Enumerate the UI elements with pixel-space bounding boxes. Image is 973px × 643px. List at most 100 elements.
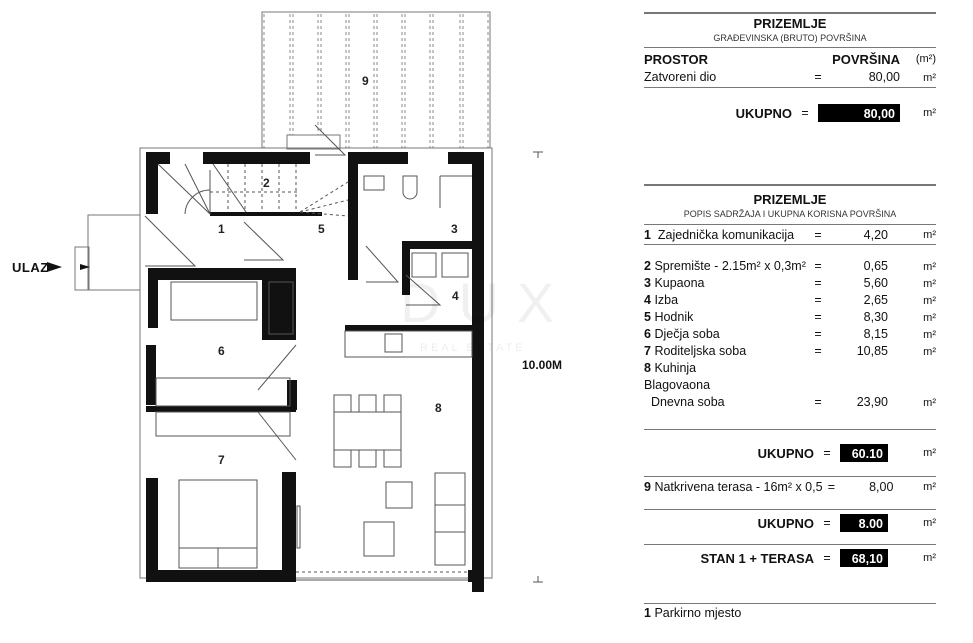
row-eq: = xyxy=(814,344,822,358)
divider xyxy=(644,12,936,14)
table-row: Zatvoreni dio = 80,00 m² xyxy=(644,70,936,87)
row-value: 80,00 xyxy=(868,70,900,84)
col-room-header: PROSTOR xyxy=(644,51,709,67)
gross-table-title: PRIZEMLJE xyxy=(753,16,827,31)
row-unit: m² xyxy=(923,346,936,358)
row-label: Zajednička komunikacija xyxy=(657,227,795,242)
row-eq: = xyxy=(814,70,822,84)
row-value: 8,15 xyxy=(863,327,888,341)
row-value: 8,30 xyxy=(863,310,888,324)
row-value: 5,60 xyxy=(863,276,888,290)
net-table-subtitle: POPIS SADRŽAJA I UKUPNA KORISNA POVRŠINA xyxy=(683,209,897,219)
floor-plan-drawing xyxy=(47,11,543,592)
total-unit: m² xyxy=(923,107,936,119)
table-row: 1 Zajednička komunikacija = 4,20 m² xyxy=(644,225,936,244)
watermark: DUX xyxy=(400,271,573,334)
terrace-row: 9 Natkrivena terasa - 16m² x 0,5 = 8,00 … xyxy=(644,477,936,497)
net-total-row: UKUPNO = 60.10 m² xyxy=(644,442,936,464)
total-label: UKUPNO xyxy=(757,515,814,531)
room-label-1: 1 xyxy=(218,222,225,236)
row-unit: m² xyxy=(923,72,936,84)
row-eq: = xyxy=(814,259,822,273)
row-value: 8,00 xyxy=(869,480,894,494)
total-unit: m² xyxy=(923,447,936,459)
row-eq: = xyxy=(814,327,822,341)
row-eq: = xyxy=(814,395,822,409)
col-unit-header: (m²) xyxy=(915,53,936,65)
row-number: 5 xyxy=(644,310,651,324)
floor-plan: DUX REAL ESTATE ULAZ 10.00M 1 2 3 4 5 6 … xyxy=(12,11,573,592)
row-eq: = xyxy=(814,227,822,242)
table-row xyxy=(644,412,936,429)
total-eq: = xyxy=(801,106,809,120)
divider xyxy=(644,184,936,186)
total-eq: = xyxy=(823,551,831,565)
divider xyxy=(644,429,936,430)
row-value: 10,85 xyxy=(856,344,888,358)
row-number: 4 xyxy=(644,293,651,307)
row-number: 2 xyxy=(644,259,651,273)
room-label-9: 9 xyxy=(362,74,369,88)
total-eq: = xyxy=(823,516,831,530)
parking-row: 1 Parkirno mjesto xyxy=(644,606,936,623)
divider xyxy=(644,87,936,88)
row-number: 9 xyxy=(644,480,651,494)
gross-total-row: UKUPNO = 80,00 m² xyxy=(644,102,936,124)
row-value: 0,65 xyxy=(863,259,888,273)
room-label-2: 2 xyxy=(263,176,270,190)
divider xyxy=(644,224,936,225)
col-area-header: POVRŠINA xyxy=(832,51,900,67)
row-unit: m² xyxy=(923,261,936,273)
total-unit: m² xyxy=(923,552,936,564)
row-label: Kupaona xyxy=(654,276,705,290)
row-unit: m² xyxy=(923,312,936,324)
row-number: 6 xyxy=(644,327,651,341)
row-value: 4,20 xyxy=(863,227,888,242)
row-label: Dječja soba xyxy=(654,327,720,341)
row-label: Kuhinja xyxy=(654,361,697,375)
row-eq: = xyxy=(814,310,822,324)
total-value: 8.00 xyxy=(840,514,888,532)
total-value: 80,00 xyxy=(818,104,900,122)
row-number: 7 xyxy=(644,344,651,358)
divider xyxy=(644,476,936,477)
total-value: 60.10 xyxy=(840,444,888,462)
total-unit: m² xyxy=(923,517,936,529)
entrance-label: ULAZ xyxy=(12,260,49,275)
room-label-3: 3 xyxy=(451,222,458,236)
room-label-6: 6 xyxy=(218,344,225,358)
row-unit: m² xyxy=(923,228,936,241)
room-label-4: 4 xyxy=(452,289,459,303)
table-row: 6 Dječja soba = 8,15 m² xyxy=(644,327,936,344)
divider xyxy=(644,544,936,545)
terrace-total-row: UKUPNO = 8.00 m² xyxy=(644,512,936,534)
row-unit: m² xyxy=(923,295,936,307)
row-number: 3 xyxy=(644,276,651,290)
row-label: Natkrivena terasa - 16m² x 0,5 xyxy=(654,480,823,494)
row-eq: = xyxy=(814,293,822,307)
divider xyxy=(644,47,936,48)
row-unit: m² xyxy=(923,329,936,341)
row-label: Roditeljska soba xyxy=(654,344,747,358)
net-area-table: PRIZEMLJE POPIS SADRŽAJA I UKUPNA KORISN… xyxy=(644,184,936,623)
room-label-7: 7 xyxy=(218,453,225,467)
row-label: Dnevna soba xyxy=(650,395,725,409)
divider xyxy=(644,603,936,604)
gross-table-header: PROSTOR POVRŠINA (m²) xyxy=(644,48,936,70)
total-label: STAN 1 + TERASA xyxy=(700,550,814,566)
row-unit: m² xyxy=(923,481,936,493)
table-row: 8 Kuhinja xyxy=(644,361,936,378)
room-label-8: 8 xyxy=(435,401,442,415)
row-value: 2,65 xyxy=(863,293,888,307)
gross-area-table: PRIZEMLJE GRAĐEVINSKA (BRUTO) POVRŠINA P… xyxy=(644,12,936,124)
dimension-label: 10.00M xyxy=(522,358,563,372)
row-label: Zatvoreni dio xyxy=(644,70,717,84)
table-row: Blagovaona xyxy=(644,378,936,395)
row-unit: m² xyxy=(923,278,936,290)
grand-total-row: STAN 1 + TERASA = 68,10 m² xyxy=(644,547,936,569)
divider xyxy=(644,509,936,510)
